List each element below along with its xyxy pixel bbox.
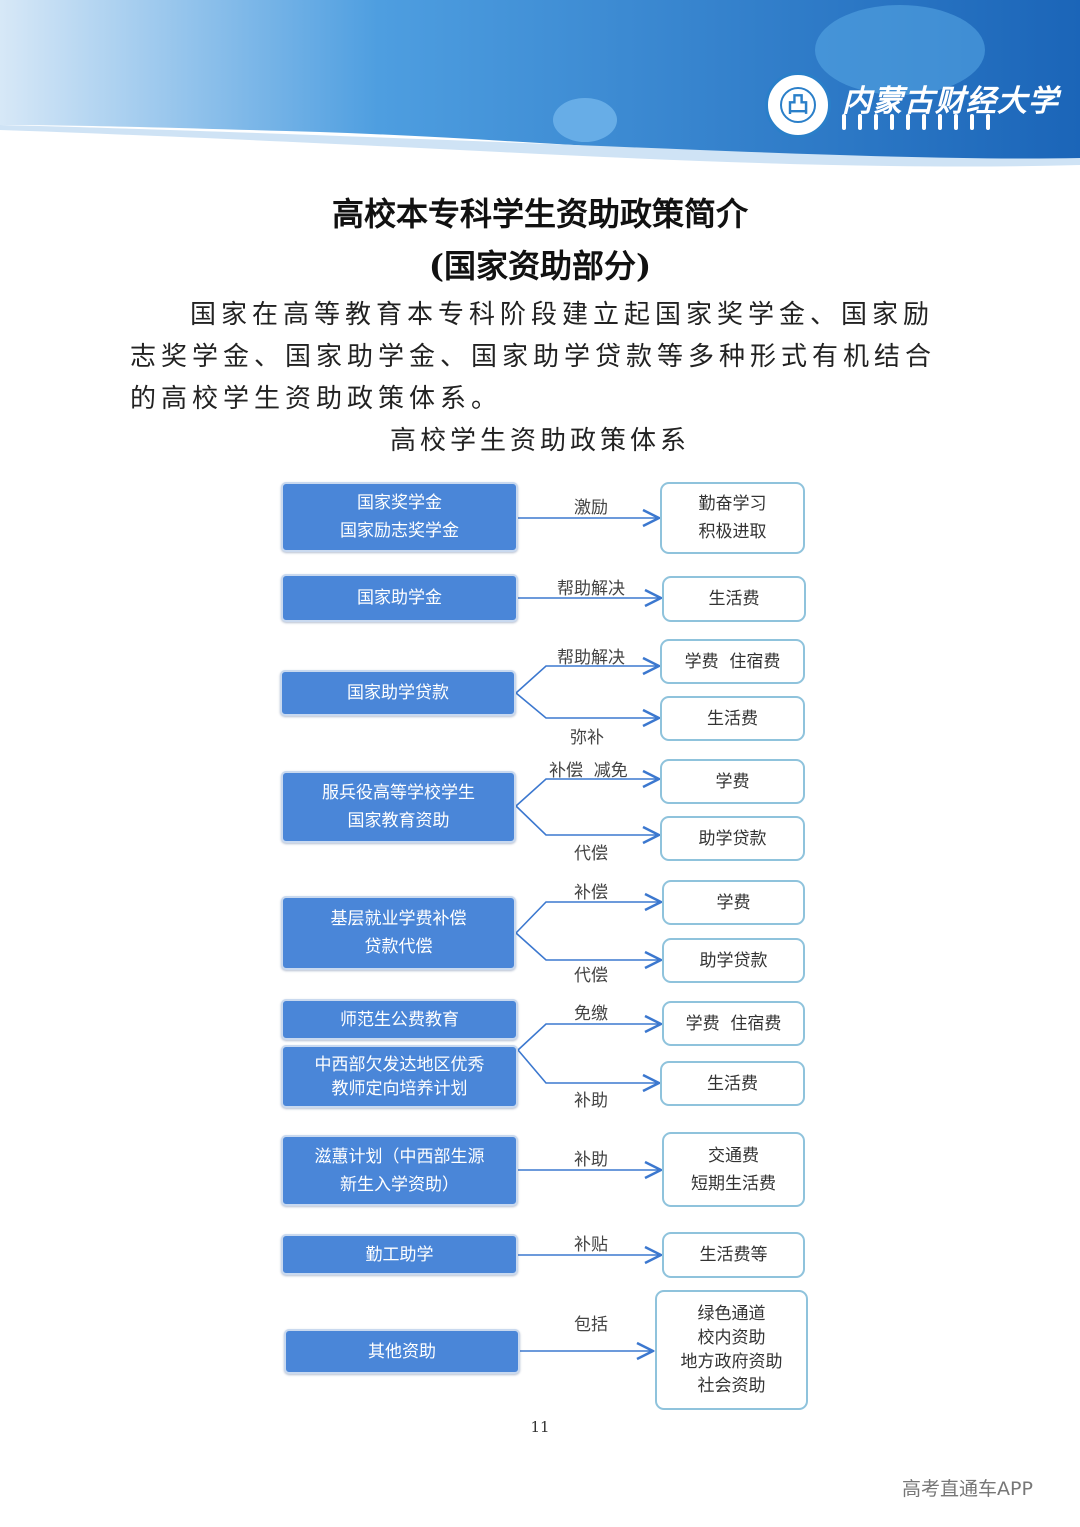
edge-label: 弥补	[570, 728, 604, 748]
outcome-label: 学费	[716, 892, 751, 913]
policy-box: 基层就业学费补偿 贷款代偿	[281, 896, 516, 970]
policy-label: 国家助学贷款	[347, 683, 449, 703]
mongolian-script-icon	[842, 114, 1010, 132]
policy-box: 服兵役高等学校学生 国家教育资助	[281, 771, 516, 843]
outcome-label: 积极进取	[698, 522, 767, 542]
policy-box: 国家奖学金 国家励志奖学金	[281, 482, 518, 552]
policy-box: 滋蕙计划（中西部生源 新生入学资助）	[281, 1135, 518, 1206]
outcome-label: 生活费	[707, 708, 758, 729]
policy-label: 滋蕙计划（中西部生源	[314, 1146, 485, 1167]
outcome-box: 学费	[660, 759, 805, 804]
outcome-label: 生活费等	[699, 1245, 768, 1265]
watermark-text: 高考直通车APP	[902, 1478, 1033, 1500]
outcome-label: 学费	[715, 771, 750, 792]
outcome-box: 助学贷款	[662, 938, 805, 983]
outcome-box: 学费 住宿费	[660, 639, 805, 684]
policy-label: 新生入学资助）	[340, 1174, 459, 1195]
policy-box: 其他资助	[284, 1329, 520, 1374]
policy-box: 勤工助学	[281, 1234, 518, 1275]
outcome-label: 交通费	[708, 1145, 759, 1166]
policy-label: 国家励志奖学金	[340, 521, 459, 541]
outcome-label: 学费 住宿费	[685, 1013, 782, 1034]
edge-label: 帮助解决	[557, 648, 625, 668]
policy-box: 师范生公费教育	[281, 999, 518, 1040]
edge-label: 免缴	[574, 1004, 608, 1024]
edge-label: 代偿	[574, 966, 608, 986]
university-logo-text: 内蒙古财经大学	[842, 84, 1059, 119]
policy-label: 国家助学金	[357, 588, 442, 608]
outcome-box: 绿色通道 校内资助 地方政府资助 社会资助	[655, 1290, 808, 1410]
outcome-box: 生活费	[660, 1061, 805, 1106]
university-seal-icon: 凸	[765, 72, 831, 138]
outcome-box: 学费 住宿费	[662, 1001, 805, 1046]
outcome-box: 勤奋学习 积极进取	[660, 482, 805, 554]
edge-label: 包括	[574, 1315, 608, 1335]
outcome-box: 生活费	[660, 696, 805, 741]
policy-label: 国家教育资助	[347, 811, 450, 831]
edge-label: 补助	[574, 1150, 608, 1170]
outcome-label: 学费 住宿费	[684, 651, 781, 672]
edge-label: 激励	[574, 498, 608, 518]
edge-label: 补贴	[574, 1235, 608, 1255]
outcome-label: 生活费	[707, 1073, 758, 1094]
outcome-box: 助学贷款	[660, 816, 805, 861]
outcome-label: 校内资助	[697, 1328, 766, 1348]
page-number: 11	[530, 1418, 550, 1436]
outcome-label: 勤奋学习	[698, 494, 767, 514]
policy-label: 其他资助	[368, 1341, 436, 1362]
edge-label: 帮助解决	[557, 579, 625, 599]
policy-label: 中西部欠发达地区优秀	[314, 1054, 485, 1075]
policy-label: 国家奖学金	[357, 493, 442, 513]
page-subtitle: (国家资助部分)	[428, 247, 652, 285]
page-title: 高校本专科学生资助政策简介	[331, 195, 748, 233]
outcome-box: 生活费等	[662, 1232, 805, 1278]
outcome-label: 绿色通道	[697, 1304, 766, 1324]
policy-label: 基层就业学费补偿	[330, 909, 467, 929]
edge-label: 补偿	[574, 883, 608, 903]
outcome-label: 生活费	[708, 589, 760, 609]
edge-label: 补助	[574, 1091, 608, 1111]
outcome-box: 生活费	[662, 576, 806, 622]
policy-box: 国家助学金	[281, 574, 518, 622]
outcome-box: 学费	[662, 880, 805, 925]
policy-box: 国家助学贷款	[280, 670, 516, 716]
policy-box: 中西部欠发达地区优秀 教师定向培养计划	[281, 1045, 518, 1108]
outcome-label: 短期生活费	[691, 1173, 776, 1194]
outcome-label: 助学贷款	[698, 828, 767, 849]
policy-label: 贷款代偿	[364, 937, 433, 957]
edge-label: 代偿	[574, 844, 608, 864]
outcome-label: 助学贷款	[699, 950, 768, 971]
policy-label: 勤工助学	[365, 1244, 434, 1265]
policy-label: 服兵役高等学校学生	[322, 783, 475, 803]
intro-paragraph: 国家在高等教育本专科阶段建立起国家奖学金、国家励志奖学金、国家助学金、国家助学贷…	[130, 300, 937, 414]
outcome-label: 地方政府资助	[680, 1352, 783, 1372]
outcome-label: 社会资助	[697, 1376, 766, 1396]
outcome-box: 交通费 短期生活费	[662, 1132, 805, 1207]
policy-label: 师范生公费教育	[340, 1009, 459, 1030]
edge-label: 补偿 减免	[549, 761, 628, 781]
policy-label: 教师定向培养计划	[331, 1078, 468, 1099]
diagram-title: 高校学生资助政策体系	[389, 426, 690, 456]
